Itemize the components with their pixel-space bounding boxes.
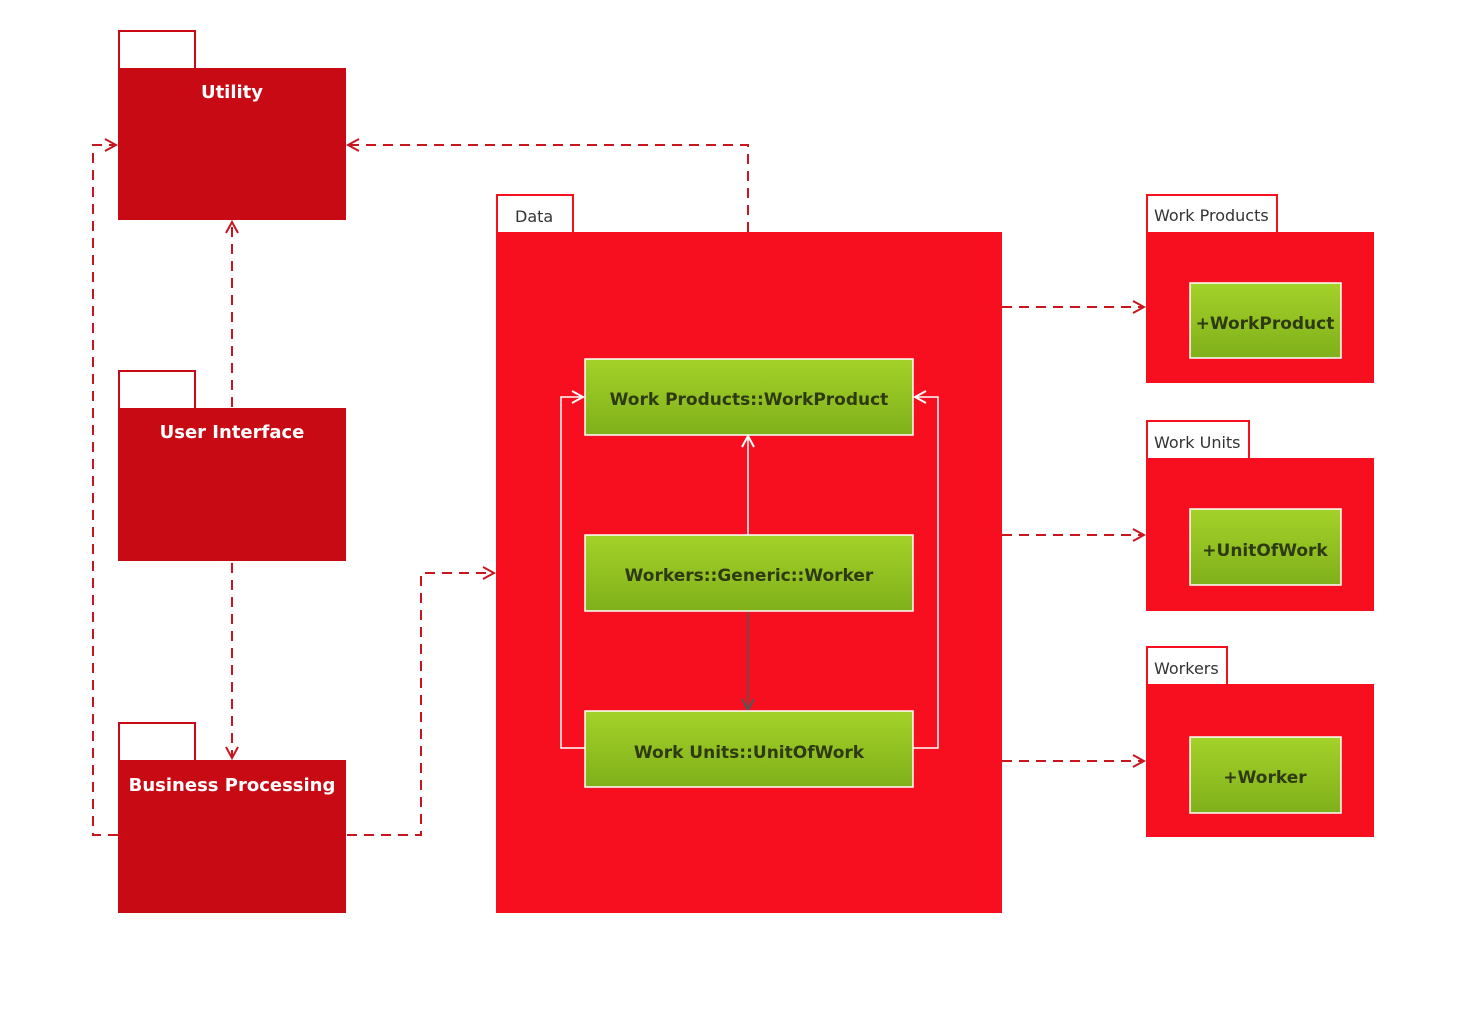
package-title: Data — [515, 207, 553, 226]
package-title: Utility — [201, 82, 263, 103]
class-name: Workers::Generic::Worker — [625, 566, 874, 586]
package-user-interface[interactable]: User Interface — [118, 370, 346, 561]
package-work-products[interactable]: Work Products +WorkProduct — [1146, 194, 1374, 383]
assoc-unitofwork-to-workproduct-right — [913, 397, 939, 749]
package-business-processing[interactable]: Business Processing — [118, 722, 346, 913]
package-tab — [118, 30, 196, 70]
package-workers[interactable]: Workers +Worker — [1146, 646, 1374, 837]
package-title: Work Products — [1154, 206, 1269, 225]
class-work-product[interactable]: Work Products::WorkProduct — [584, 358, 914, 436]
class-name: Work Units::UnitOfWork — [634, 743, 865, 763]
package-data[interactable]: Data Work Products::WorkProduct Workers:… — [496, 194, 1002, 913]
package-body — [118, 408, 346, 561]
class-name: Work Products::WorkProduct — [610, 390, 889, 410]
class-unit-of-work[interactable]: Work Units::UnitOfWork — [584, 710, 914, 788]
class-box — [584, 710, 914, 788]
member-name: +WorkProduct — [1196, 314, 1335, 334]
package-tab — [1146, 420, 1250, 460]
class-associations — [560, 397, 939, 749]
dep-business-to-utility — [92, 145, 118, 836]
package-utility[interactable]: Utility — [118, 30, 346, 220]
package-tab — [496, 194, 574, 234]
package-body — [118, 68, 346, 220]
dep-business-to-data — [347, 573, 494, 836]
package-tab — [118, 370, 196, 410]
dependency-connectors — [92, 145, 1144, 836]
class-box — [584, 534, 914, 612]
member-box — [1189, 282, 1342, 359]
member-name: +UnitOfWork — [1202, 541, 1328, 561]
member-box — [1189, 508, 1342, 586]
member-name: +Worker — [1223, 768, 1307, 788]
package-title: Workers — [1154, 659, 1219, 678]
dep-data-to-utility — [348, 145, 749, 232]
assoc-unitofwork-to-workproduct-left — [560, 397, 585, 749]
package-body — [118, 760, 346, 913]
package-work-units[interactable]: Work Units +UnitOfWork — [1146, 420, 1374, 611]
package-title: Work Units — [1154, 433, 1241, 452]
class-box — [584, 358, 914, 436]
package-title: Business Processing — [129, 775, 336, 796]
member-box — [1189, 736, 1342, 814]
class-worker[interactable]: Workers::Generic::Worker — [584, 534, 914, 612]
package-title: User Interface — [160, 422, 305, 443]
package-tab — [118, 722, 196, 762]
